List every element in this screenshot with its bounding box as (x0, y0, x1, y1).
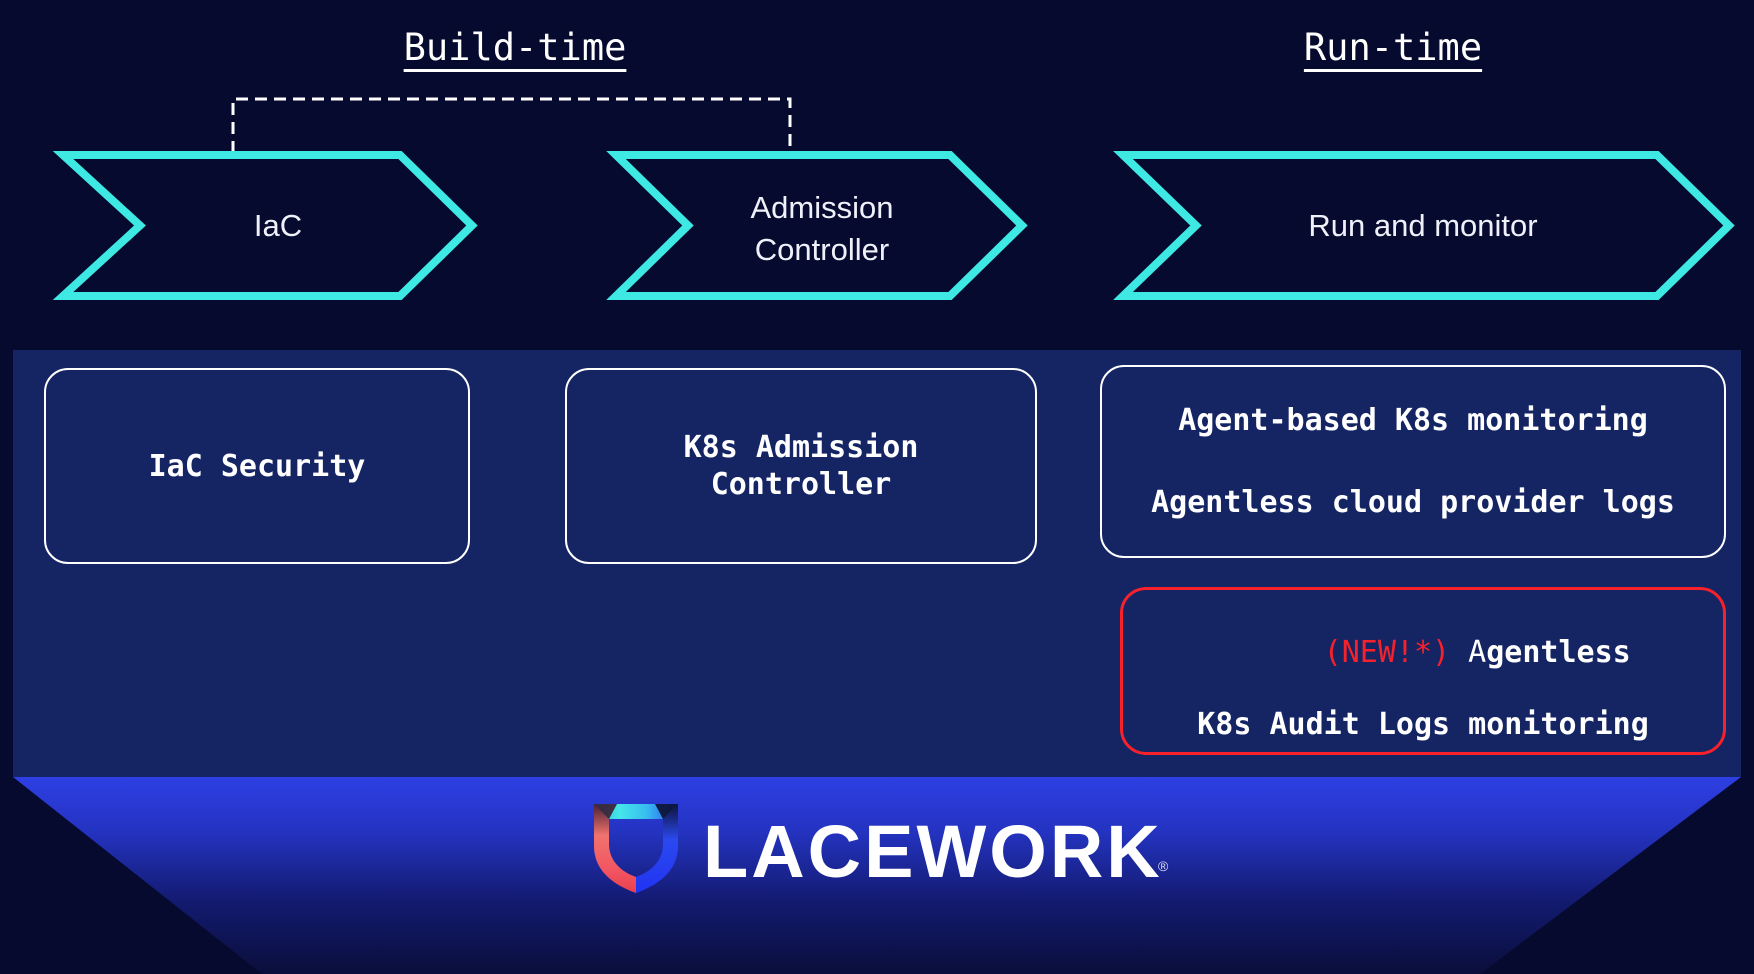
stage-arrows-layer (52, 97, 1735, 300)
new-box-line2: K8s Audit Logs monitoring (1197, 707, 1649, 742)
new-agentless-audit-logs-box: (NEW!*) Agentless K8s Audit Logs monitor… (1120, 587, 1726, 755)
new-box-line1: (NEW!*) Agentless (1215, 599, 1631, 707)
k8s-admission-line1: K8s Admission (683, 430, 919, 465)
agent-based-monitoring-label: Agent-based K8s monitoring (1178, 403, 1648, 438)
run-time-heading: Run-time (1303, 26, 1483, 69)
new-box-line1-regular: A (1450, 635, 1487, 670)
registered-trademark-symbol: ® (1158, 858, 1169, 874)
run-stage-label: Run and monitor (1308, 208, 1538, 243)
lacework-wordmark: LACEWORK (703, 810, 1163, 893)
build-time-heading: Build-time (403, 26, 627, 69)
admission-stage-label-line2: Controller (754, 232, 890, 267)
footer-gradient-band (13, 777, 1741, 974)
iac-stage-label: IaC (253, 208, 303, 243)
iac-security-label: IaC Security (148, 448, 366, 484)
k8s-admission-controller-box: K8s Admission Controller (565, 368, 1037, 564)
admission-stage-label: Admission Controller (751, 187, 894, 271)
dashed-bracket-connector (231, 97, 792, 153)
admission-stage-label-line1: Admission (750, 190, 894, 225)
lacework-shield-icon (594, 804, 678, 893)
agentless-cloud-logs-label: Agentless cloud provider logs (1151, 485, 1675, 520)
iac-security-box: IaC Security (44, 368, 470, 564)
new-tag-label: (NEW!*) (1323, 635, 1451, 670)
k8s-admission-line2: Controller (710, 467, 892, 502)
new-box-line1-bold: gentless (1486, 635, 1631, 670)
k8s-monitoring-box: Agent-based K8s monitoring Agentless clo… (1100, 365, 1726, 558)
